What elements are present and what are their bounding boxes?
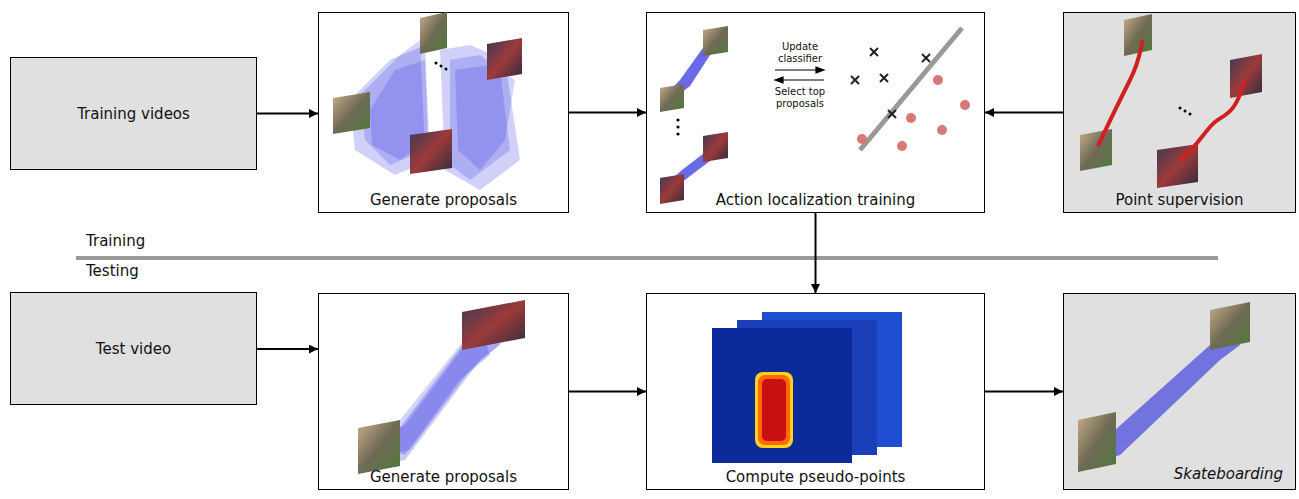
video-frames: [333, 12, 522, 174]
flow-arrow: [815, 213, 817, 293]
flow-arrow: [257, 113, 318, 115]
flow-arrow: [985, 391, 1063, 393]
separator-line: [76, 256, 1218, 260]
node-label: Training videos: [77, 105, 190, 123]
arrow-label: Update classifier: [770, 41, 830, 64]
flow-arrow: [569, 112, 646, 114]
test-proposals: [358, 300, 525, 474]
node-label: Generate proposals: [370, 468, 517, 486]
classifier-plot: [851, 28, 970, 151]
flow-arrow: [257, 348, 318, 350]
data-box: Test video: [10, 292, 257, 405]
node-label: Point supervision: [1116, 191, 1244, 209]
heatmap-stack: [712, 312, 902, 463]
update-arrows: [775, 67, 824, 83]
node-label: Generate proposals: [370, 191, 517, 209]
point-tracks: [1080, 14, 1262, 188]
node-label: Compute pseudo-points: [726, 468, 906, 486]
section-label: Testing: [86, 262, 139, 280]
arrow-label: Select top proposals: [770, 86, 830, 109]
result-tube: [1078, 302, 1250, 472]
node-label: Test video: [96, 340, 171, 358]
data-box: Training videos: [10, 57, 257, 170]
section-label: Training: [86, 232, 145, 250]
flow-arrow: [985, 112, 1063, 114]
node-label: Skateboarding: [1174, 465, 1283, 483]
node-label: Action localization training: [716, 191, 916, 209]
selected-tubes: [660, 26, 728, 204]
flow-arrow: [569, 391, 646, 393]
